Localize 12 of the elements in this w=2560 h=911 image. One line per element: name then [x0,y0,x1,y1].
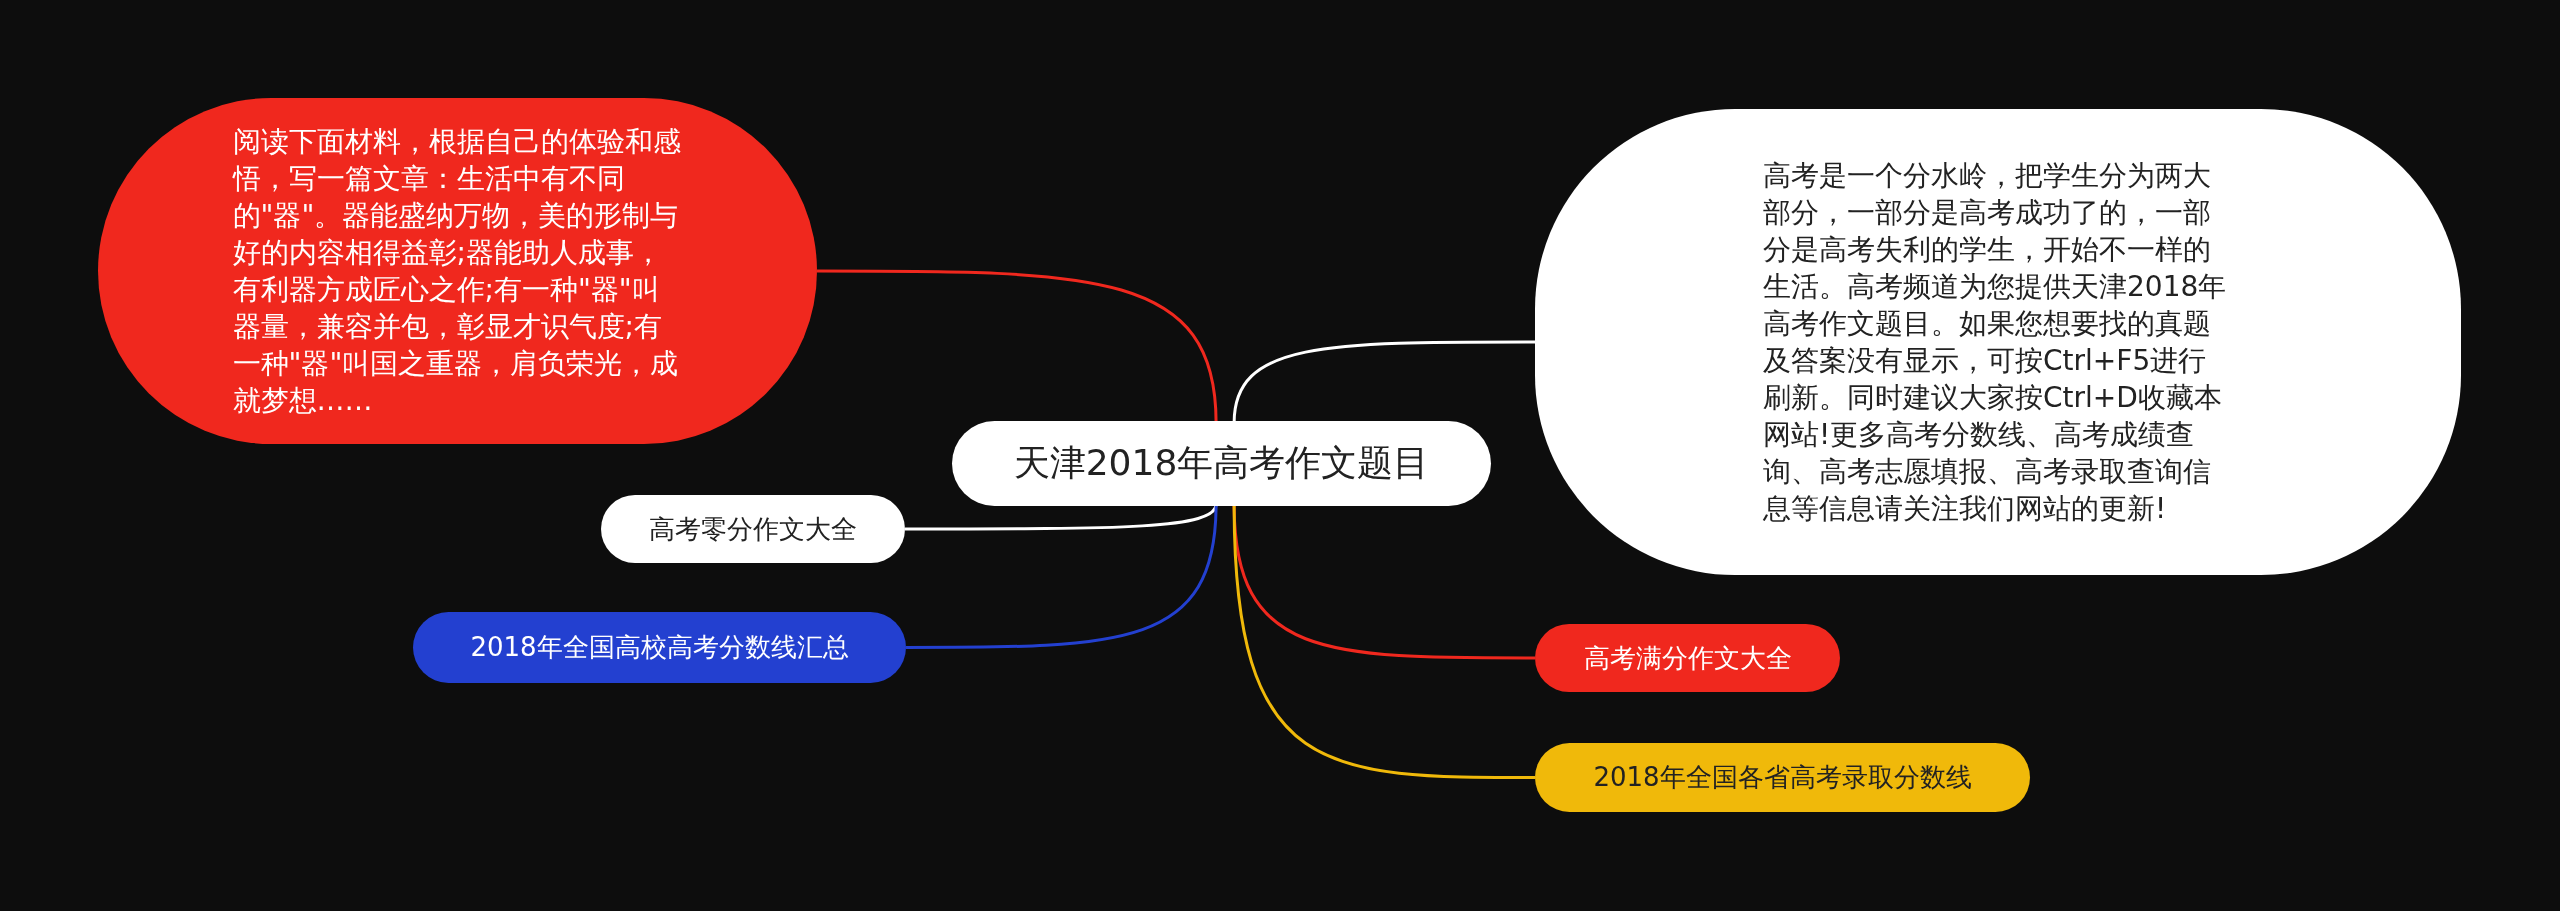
connector-line [1232,340,1535,424]
connector-line [1232,503,1535,779]
central-topic-bubble: 天津2018年高考作文题目 [952,421,1491,506]
paragraph-text: 阅读下面材料，根据自己的体验和感悟，写一篇文章：生活中有不同的"器"。器能盛纳万物，美的形制与好的内容相得益彰;器能助人成事，有利器方成匠心之作;有一种"器"叫器量，兼容并包，彰显才识气度;有一种"器"叫国之重器，肩负荣光，成就梦想…… [232,124,682,419]
connector-line [905,503,1218,531]
topic-bubble: 2018年全国高校高考分数线汇总 [413,612,906,683]
paragraph-text: 高考是一个分水岭，把学生分为两大部分，一部分是高考成功了的，一部分是高考失利的学生，开始不一样的生活。高考频道为您提供天津2018年高考作文题目。如果您想要找的真题及答案没有显示，可按Ctrl+F5进行刷新。同时建议大家按Ctrl+D收藏本网站!更多高考分数线、高考成绩查询、高考志愿填报、高考录取查询信息等信息请关注我们网站的更新! [1763,158,2228,527]
topic-bubble: 2018年全国各省高考录取分数线 [1535,743,2030,812]
connector-line [817,269,1218,424]
connector-line [906,503,1218,649]
topic-bubble: 高考满分作文大全 [1535,624,1840,692]
topic-bubble: 高考零分作文大全 [601,495,905,563]
